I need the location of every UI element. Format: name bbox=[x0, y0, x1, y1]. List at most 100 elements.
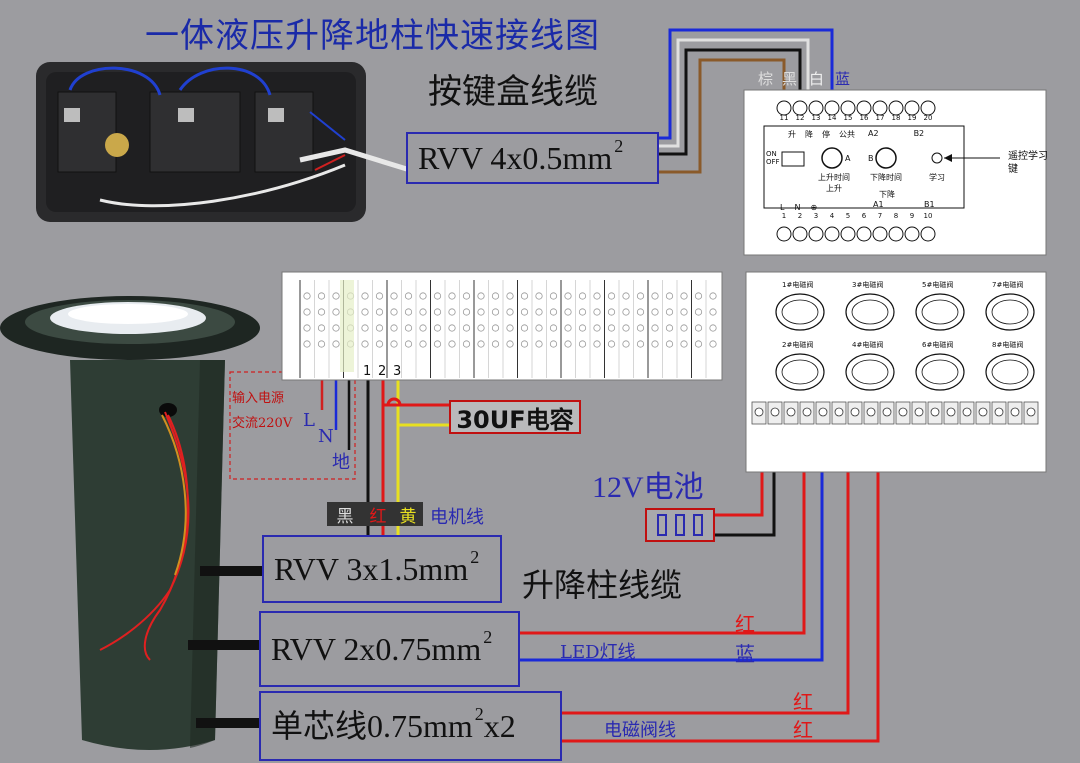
strip-hole-icon bbox=[593, 308, 601, 316]
off-label: OFF bbox=[766, 158, 780, 166]
terminal-screw-icon bbox=[808, 226, 824, 242]
capacitor-box: 30UF电容 bbox=[449, 400, 581, 434]
strip-hole-icon bbox=[578, 324, 587, 332]
bollard-photo bbox=[0, 296, 262, 750]
valve-ring-inner-icon bbox=[851, 299, 889, 325]
valve-label: 5#电磁阀 bbox=[922, 281, 954, 289]
strip-hole-icon bbox=[535, 308, 543, 316]
strip-hole-icon bbox=[593, 340, 601, 348]
symbol-l: L bbox=[780, 203, 785, 212]
bollard-cable-3-suffix: x2 bbox=[483, 708, 516, 744]
controller-bottom-terminal-number: 4 bbox=[829, 212, 835, 220]
wire-color-black-label: 黑 bbox=[782, 70, 798, 88]
b1-label: B1 bbox=[924, 200, 935, 209]
strip-hole-icon bbox=[680, 308, 688, 316]
terminal-screw-icon bbox=[904, 226, 920, 242]
strip-hole-icon bbox=[317, 324, 326, 332]
strip-hole-icon bbox=[506, 324, 514, 332]
label-stop-terminal: 停 bbox=[822, 130, 830, 139]
strip-hole-icon bbox=[564, 292, 572, 300]
strip-hole-icon bbox=[404, 340, 413, 348]
strip-hole-icon bbox=[694, 340, 703, 348]
valve-ring-inner-icon bbox=[921, 299, 959, 325]
led-blue-label: 蓝 bbox=[735, 642, 755, 666]
controller-bottom-terminal-number: 5 bbox=[845, 212, 851, 220]
strip-hole-icon bbox=[694, 308, 703, 316]
strip-hole-icon bbox=[317, 292, 326, 300]
battery-icon bbox=[645, 508, 715, 542]
strip-hole-icon bbox=[491, 324, 500, 332]
strip-hole-icon bbox=[404, 292, 413, 300]
strip-hole-icon bbox=[564, 340, 572, 348]
strip-hole-icon bbox=[520, 340, 529, 348]
strip-hole-icon bbox=[578, 340, 587, 348]
strip-hole-icon bbox=[419, 308, 427, 316]
strip-hole-icon bbox=[535, 324, 543, 332]
bollard-cable-3-label: 单芯线0.75mm bbox=[271, 708, 473, 744]
button-box-photo bbox=[36, 62, 411, 222]
valve-ring-icon bbox=[985, 353, 1035, 391]
controller-top-terminal-number: 20 bbox=[923, 114, 933, 122]
strip-hole-icon bbox=[651, 292, 659, 300]
strip-hole-icon bbox=[535, 340, 543, 348]
strip-hole-icon bbox=[448, 308, 456, 316]
strip-hole-icon bbox=[491, 292, 500, 300]
strip-hole-icon bbox=[665, 308, 674, 316]
terminal-screw-icon bbox=[754, 407, 764, 417]
strip-hole-icon bbox=[665, 292, 674, 300]
terminal-screw-icon bbox=[792, 100, 808, 116]
valve-ring-inner-icon bbox=[851, 359, 889, 385]
strip-hole-icon bbox=[332, 308, 340, 316]
terminal-screw-icon bbox=[920, 226, 936, 242]
terminal-screw-icon bbox=[888, 226, 904, 242]
strip-hole-icon bbox=[680, 292, 688, 300]
strip-hole-icon bbox=[506, 308, 514, 316]
terminal-screw-icon bbox=[786, 407, 796, 417]
strip-hole-icon bbox=[636, 324, 645, 332]
strip-hole-icon bbox=[709, 308, 717, 316]
label-rise-terminal: 升 bbox=[788, 130, 796, 139]
strip-hole-icon bbox=[506, 340, 514, 348]
terminal-screw-icon bbox=[824, 226, 840, 242]
rise-label: 上升 bbox=[826, 184, 842, 193]
strip-hole-icon bbox=[607, 324, 616, 332]
valve-label: 6#电磁阀 bbox=[922, 341, 954, 349]
learn-label: 学习 bbox=[929, 173, 945, 182]
strip-hole-icon bbox=[549, 308, 558, 316]
strip-hole-icon bbox=[433, 292, 442, 300]
strip-hole-icon bbox=[332, 324, 340, 332]
strip-hole-icon bbox=[317, 308, 326, 316]
controller-top-terminal-number: 15 bbox=[843, 114, 853, 122]
power-input-label: 输入电源 bbox=[232, 391, 285, 406]
terminal-screw-icon bbox=[914, 407, 924, 417]
strip-hole-icon bbox=[462, 292, 471, 300]
valve-ring-inner-icon bbox=[781, 299, 819, 325]
bollard-cable-2-label: RVV 2x0.75mm bbox=[271, 631, 482, 667]
strip-hole-icon bbox=[361, 292, 369, 300]
strip-hole-icon bbox=[520, 292, 529, 300]
strip-hole-icon bbox=[680, 340, 688, 348]
controller-top-terminal-number: 19 bbox=[907, 114, 917, 122]
controller-top-terminal-number: 14 bbox=[827, 114, 837, 122]
strip-hole-icon bbox=[404, 308, 413, 316]
bollard-cable-3-exp: 2 bbox=[474, 704, 484, 724]
valve-label: 3#电磁阀 bbox=[852, 281, 884, 289]
valve-ring-icon bbox=[985, 293, 1035, 331]
terminal-screw-icon bbox=[946, 407, 956, 417]
symbol-n: N bbox=[794, 203, 801, 212]
terminal-numbers: 1 2 3 bbox=[363, 364, 408, 379]
valve-ring-icon bbox=[845, 293, 895, 331]
led-red-label: 红 bbox=[735, 612, 755, 636]
valve-ring-icon bbox=[775, 353, 825, 391]
strip-hole-icon bbox=[433, 308, 442, 316]
fall-time-label: 下降时间 bbox=[870, 173, 902, 182]
valve-ring-inner-icon bbox=[991, 359, 1029, 385]
ac-220v-label: 交流220V bbox=[232, 416, 293, 431]
controller-inner-labels: 升 降 停 公共 A2 B2 bbox=[788, 129, 924, 140]
valve-label: 2#电磁阀 bbox=[782, 341, 814, 349]
strip-hole-icon bbox=[361, 340, 369, 348]
terminal-screw-icon bbox=[888, 100, 904, 116]
